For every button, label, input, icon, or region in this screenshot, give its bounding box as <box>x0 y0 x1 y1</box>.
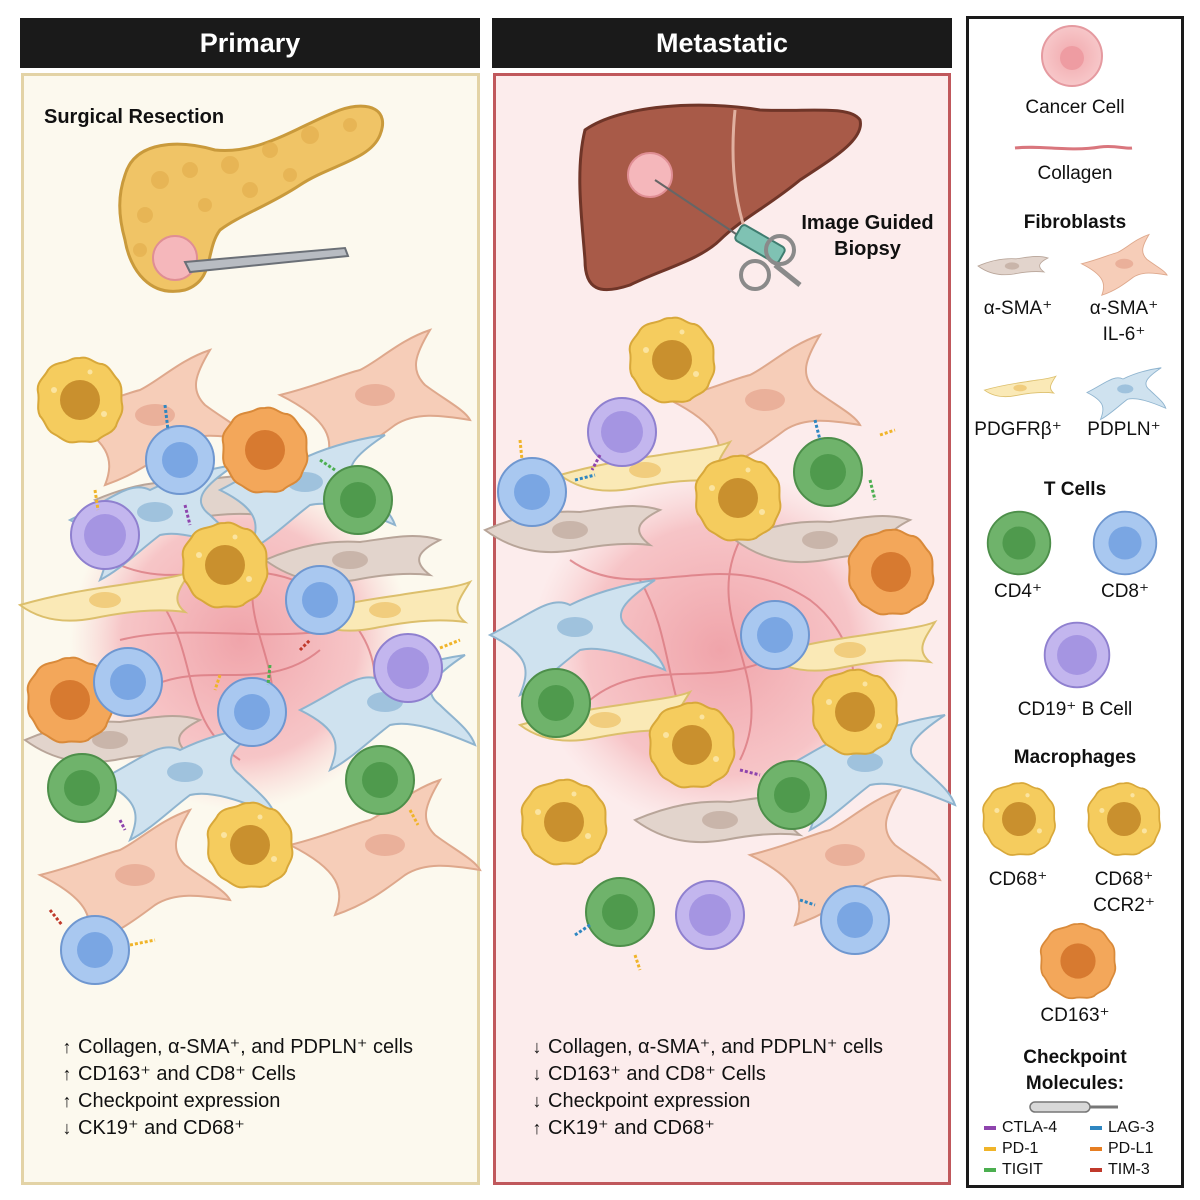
checkpoint-pd1: PD-1 <box>984 1140 1038 1158</box>
collagen-icon <box>1014 144 1133 151</box>
fibroblasts-title: Fibroblasts <box>1023 212 1127 233</box>
summary-row: ↓ Checkpoint expression <box>528 1088 883 1115</box>
cd68-ccr2-line1: CD68⁺ <box>1094 869 1154 890</box>
checkpoint-lag3: LAG-3 <box>1090 1119 1154 1137</box>
checkpoint-label: CTLA-4 <box>1002 1119 1058 1136</box>
arrow-icon: ↑ <box>532 1118 542 1138</box>
tim3-swatch-icon <box>1090 1168 1102 1172</box>
primary-header: Primary <box>20 18 480 68</box>
bcell-icon <box>1043 621 1111 689</box>
checkpoint-label: TIGIT <box>1002 1161 1043 1178</box>
checkpoint-label: TIM-3 <box>1108 1161 1150 1178</box>
cd4-label: CD4⁺ <box>993 581 1043 602</box>
summary-text: CK19⁺ and CD68⁺ <box>548 1117 715 1139</box>
arrow-icon: ↓ <box>532 1091 542 1111</box>
cd68-icon <box>982 782 1056 856</box>
checkpoint-tim3: TIM-3 <box>1090 1161 1150 1179</box>
summary-text: CD163⁺ and CD8⁺ Cells <box>548 1063 766 1085</box>
fibroblast-asma-icon <box>977 256 1049 276</box>
summary-text: Checkpoint expression <box>78 1090 281 1112</box>
arrow-icon: ↓ <box>532 1064 542 1084</box>
fib-asma-il6-line1: α-SMA⁺ <box>1089 298 1159 319</box>
checkpoint-label: PD-L1 <box>1108 1140 1154 1157</box>
liver-tumor-icon <box>627 152 673 198</box>
liver-illustration <box>578 103 862 292</box>
cd8-icon <box>1092 510 1158 576</box>
summary-row: ↑ CK19⁺ and CD68⁺ <box>528 1115 883 1142</box>
fib-asma-il6-label: α-SMA⁺ IL-6⁺ <box>1072 296 1176 348</box>
summary-text: Collagen, α-SMA⁺, and PDPLN⁺ cells <box>548 1036 884 1058</box>
fib-asma-label: α-SMA⁺ <box>983 298 1053 319</box>
checkpoint-title-line1: Checkpoint <box>1023 1047 1127 1068</box>
primary-summary: ↑ Collagen, α-SMA⁺, and PDPLN⁺ cells ↑ CD1… <box>58 1034 414 1142</box>
arrow-icon: ↓ <box>532 1037 542 1057</box>
metastatic-header: Metastatic <box>492 18 952 68</box>
pancreas-illustration <box>118 104 384 293</box>
surgical-resection-label: Surgical Resection <box>44 106 225 128</box>
summary-text: Checkpoint expression <box>548 1090 751 1112</box>
metastatic-summary: ↓ Collagen, α-SMA⁺, and PDPLN⁺ cells ↓ CD1… <box>528 1034 884 1142</box>
cd68-ccr2-label: CD68⁺ CCR2⁺ <box>1072 867 1176 919</box>
summary-text: Collagen, α-SMA⁺, and PDPLN⁺ cells <box>78 1036 414 1058</box>
macrophages-title: Macrophages <box>1013 747 1137 768</box>
biopsy-label: Image Guided Biopsy <box>795 210 940 262</box>
biopsy-needle-icon <box>734 224 802 291</box>
tcells-title: T Cells <box>1043 479 1107 500</box>
checkpoint-tigit: TIGIT <box>984 1161 1043 1179</box>
checkpoint-label: PD-1 <box>1002 1140 1039 1157</box>
arrow-icon: ↑ <box>62 1037 72 1057</box>
summary-text: CD163⁺ and CD8⁺ Cells <box>78 1063 296 1085</box>
bcell-label: CD19⁺ B Cell <box>1017 699 1133 720</box>
cd68-ccr2-icon <box>1087 782 1161 856</box>
tumor-icon <box>152 235 198 281</box>
checkpoint-title: Checkpoint Molecules: <box>975 1045 1175 1097</box>
cancer-cell-label: Cancer Cell <box>1025 97 1125 118</box>
fibroblast-pdgfrb-icon <box>983 375 1057 398</box>
summary-row: ↓ Collagen, α-SMA⁺, and PDPLN⁺ cells <box>528 1034 884 1061</box>
pdl1-swatch-icon <box>1090 1147 1102 1151</box>
fibroblast-asma-il6-icon <box>1081 234 1168 296</box>
fib-pdpln-label: PDPLN⁺ <box>1087 419 1161 440</box>
fibroblast-pdpln-icon <box>1086 367 1167 420</box>
summary-row: ↓ CK19⁺ and CD68⁺ <box>58 1115 413 1142</box>
metastatic-tme <box>484 316 956 971</box>
cd4-icon <box>986 510 1052 576</box>
tigit-swatch-icon <box>984 1168 996 1172</box>
summary-row: ↓ CD163⁺ and CD8⁺ Cells <box>528 1061 883 1088</box>
checkpoint-pdl1: PD-L1 <box>1090 1140 1153 1158</box>
forceps-icon <box>183 246 350 274</box>
ctla4-swatch-icon <box>984 1126 996 1130</box>
cancer-cell-icon <box>1041 25 1103 87</box>
summary-text: CK19⁺ and CD68⁺ <box>78 1117 245 1139</box>
arrow-icon: ↓ <box>62 1118 72 1138</box>
primary-tme <box>19 329 481 985</box>
biopsy-label-line1: Image Guided <box>801 212 934 234</box>
fib-pdgfrb-label: PDGFRβ⁺ <box>974 419 1062 440</box>
cd68-label: CD68⁺ <box>988 869 1048 890</box>
summary-row: ↑ CD163⁺ and CD8⁺ Cells <box>58 1061 413 1088</box>
arrow-icon: ↑ <box>62 1091 72 1111</box>
metastatic-header-label: Metastatic <box>655 27 789 58</box>
legend-panel <box>966 16 1184 1188</box>
cd8-label: CD8⁺ <box>1100 581 1150 602</box>
collagen-label: Collagen <box>1037 163 1113 184</box>
fib-asma-il6-line2: IL-6⁺ <box>1102 324 1146 345</box>
cd68-ccr2-line2: CCR2⁺ <box>1093 895 1155 916</box>
primary-header-label: Primary <box>199 27 301 58</box>
checkpoint-label: LAG-3 <box>1108 1119 1155 1136</box>
biopsy-label-line2: Biopsy <box>834 238 901 260</box>
cd163-icon <box>1039 922 1117 1000</box>
pd1-swatch-icon <box>984 1147 996 1151</box>
cd163-label: CD163⁺ <box>1040 1005 1110 1026</box>
checkpoint-molecule-icon <box>1029 1101 1118 1113</box>
arrow-icon: ↑ <box>62 1064 72 1084</box>
checkpoint-title-line2: Molecules: <box>1025 1073 1125 1094</box>
summary-row: ↑ Collagen, α-SMA⁺, and PDPLN⁺ cells <box>58 1034 414 1061</box>
lag3-swatch-icon <box>1090 1126 1102 1130</box>
checkpoint-ctla4: CTLA-4 <box>984 1119 1057 1137</box>
summary-row: ↑ Checkpoint expression <box>58 1088 413 1115</box>
